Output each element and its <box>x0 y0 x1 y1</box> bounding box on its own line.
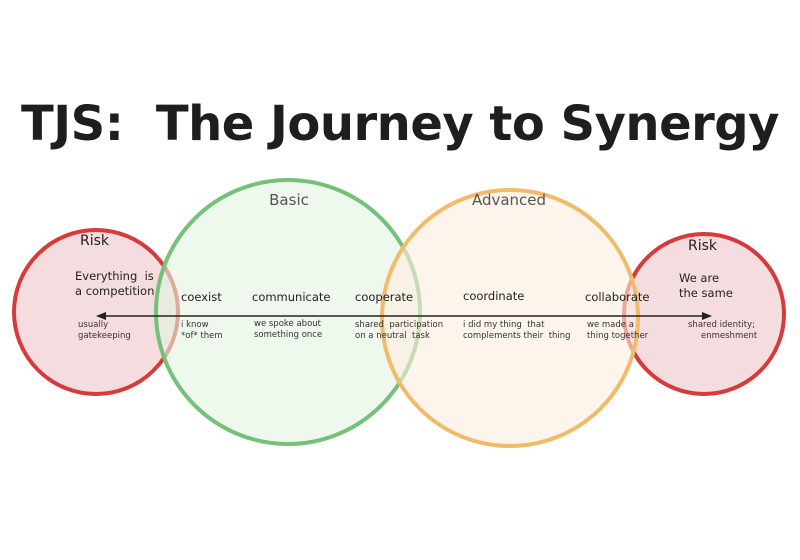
stage-collaborate: collaborate <box>585 290 650 304</box>
stage-communicate-note-line: something once <box>254 330 322 340</box>
stage-cooperate: cooperate <box>355 290 413 304</box>
advanced-circle <box>380 188 640 448</box>
risk-right-description-line: the same <box>679 286 733 300</box>
risk-right-note-line: shared identity; <box>688 320 755 330</box>
stage-communicate-note-line: we spoke about <box>254 319 322 329</box>
advanced-label: Advanced <box>472 191 546 209</box>
stage-coordinate: coordinate <box>463 289 524 303</box>
stage-coexist-note-line: *of* them <box>181 331 223 341</box>
risk-left-label: Risk <box>80 233 110 249</box>
stage-cooperate-note-line: shared participation <box>355 320 443 330</box>
risk-right-label: Risk <box>688 238 718 254</box>
risk-left-description-line: a competition <box>75 284 154 298</box>
page-title: TJS: The Journey to Synergy <box>21 96 779 152</box>
risk-left-description-line: Everything is <box>75 269 154 283</box>
stage-coexist: coexist <box>181 290 222 304</box>
stage-cooperate-note-line: on a neutral task <box>355 331 430 341</box>
risk-right-note-line: enmeshment <box>701 331 758 341</box>
stage-collaborate-note-line: thing together <box>587 331 649 341</box>
stage-coexist-note-line: i know <box>181 320 209 330</box>
stage-communicate: communicate <box>252 290 331 304</box>
risk-left-note-line: gatekeeping <box>78 331 131 341</box>
stage-coordinate-note-line: i did my thing that <box>463 320 545 330</box>
journey-arrow <box>96 312 712 320</box>
risk-left-note-line: usually <box>78 320 108 330</box>
stage-collaborate-note-line: we made a <box>587 320 634 330</box>
risk-left-circle <box>12 228 180 396</box>
risk-right-description-line: We are <box>679 271 719 285</box>
stage-coordinate-note-line: complements their thing <box>463 331 571 341</box>
basic-label: Basic <box>269 191 309 209</box>
